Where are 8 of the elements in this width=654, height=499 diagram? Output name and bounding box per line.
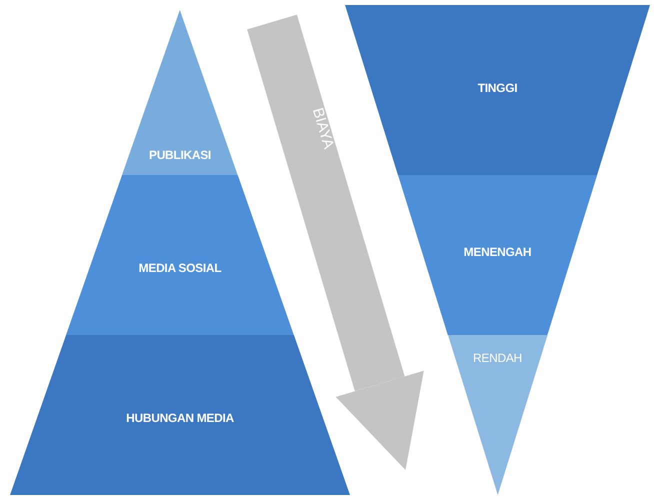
edge-label: BIAYA xyxy=(308,106,338,152)
tier-label: RENDAH xyxy=(473,351,522,365)
tier-label: HUBUNGAN MEDIA xyxy=(126,411,234,425)
direction-arrow xyxy=(247,14,424,470)
tier-label: TINGGI xyxy=(478,81,518,95)
tier-label: PUBLIKASI xyxy=(149,148,211,162)
tier-label: MEDIA SOSIAL xyxy=(138,261,222,275)
tier-label: MENENGAH xyxy=(464,245,532,259)
